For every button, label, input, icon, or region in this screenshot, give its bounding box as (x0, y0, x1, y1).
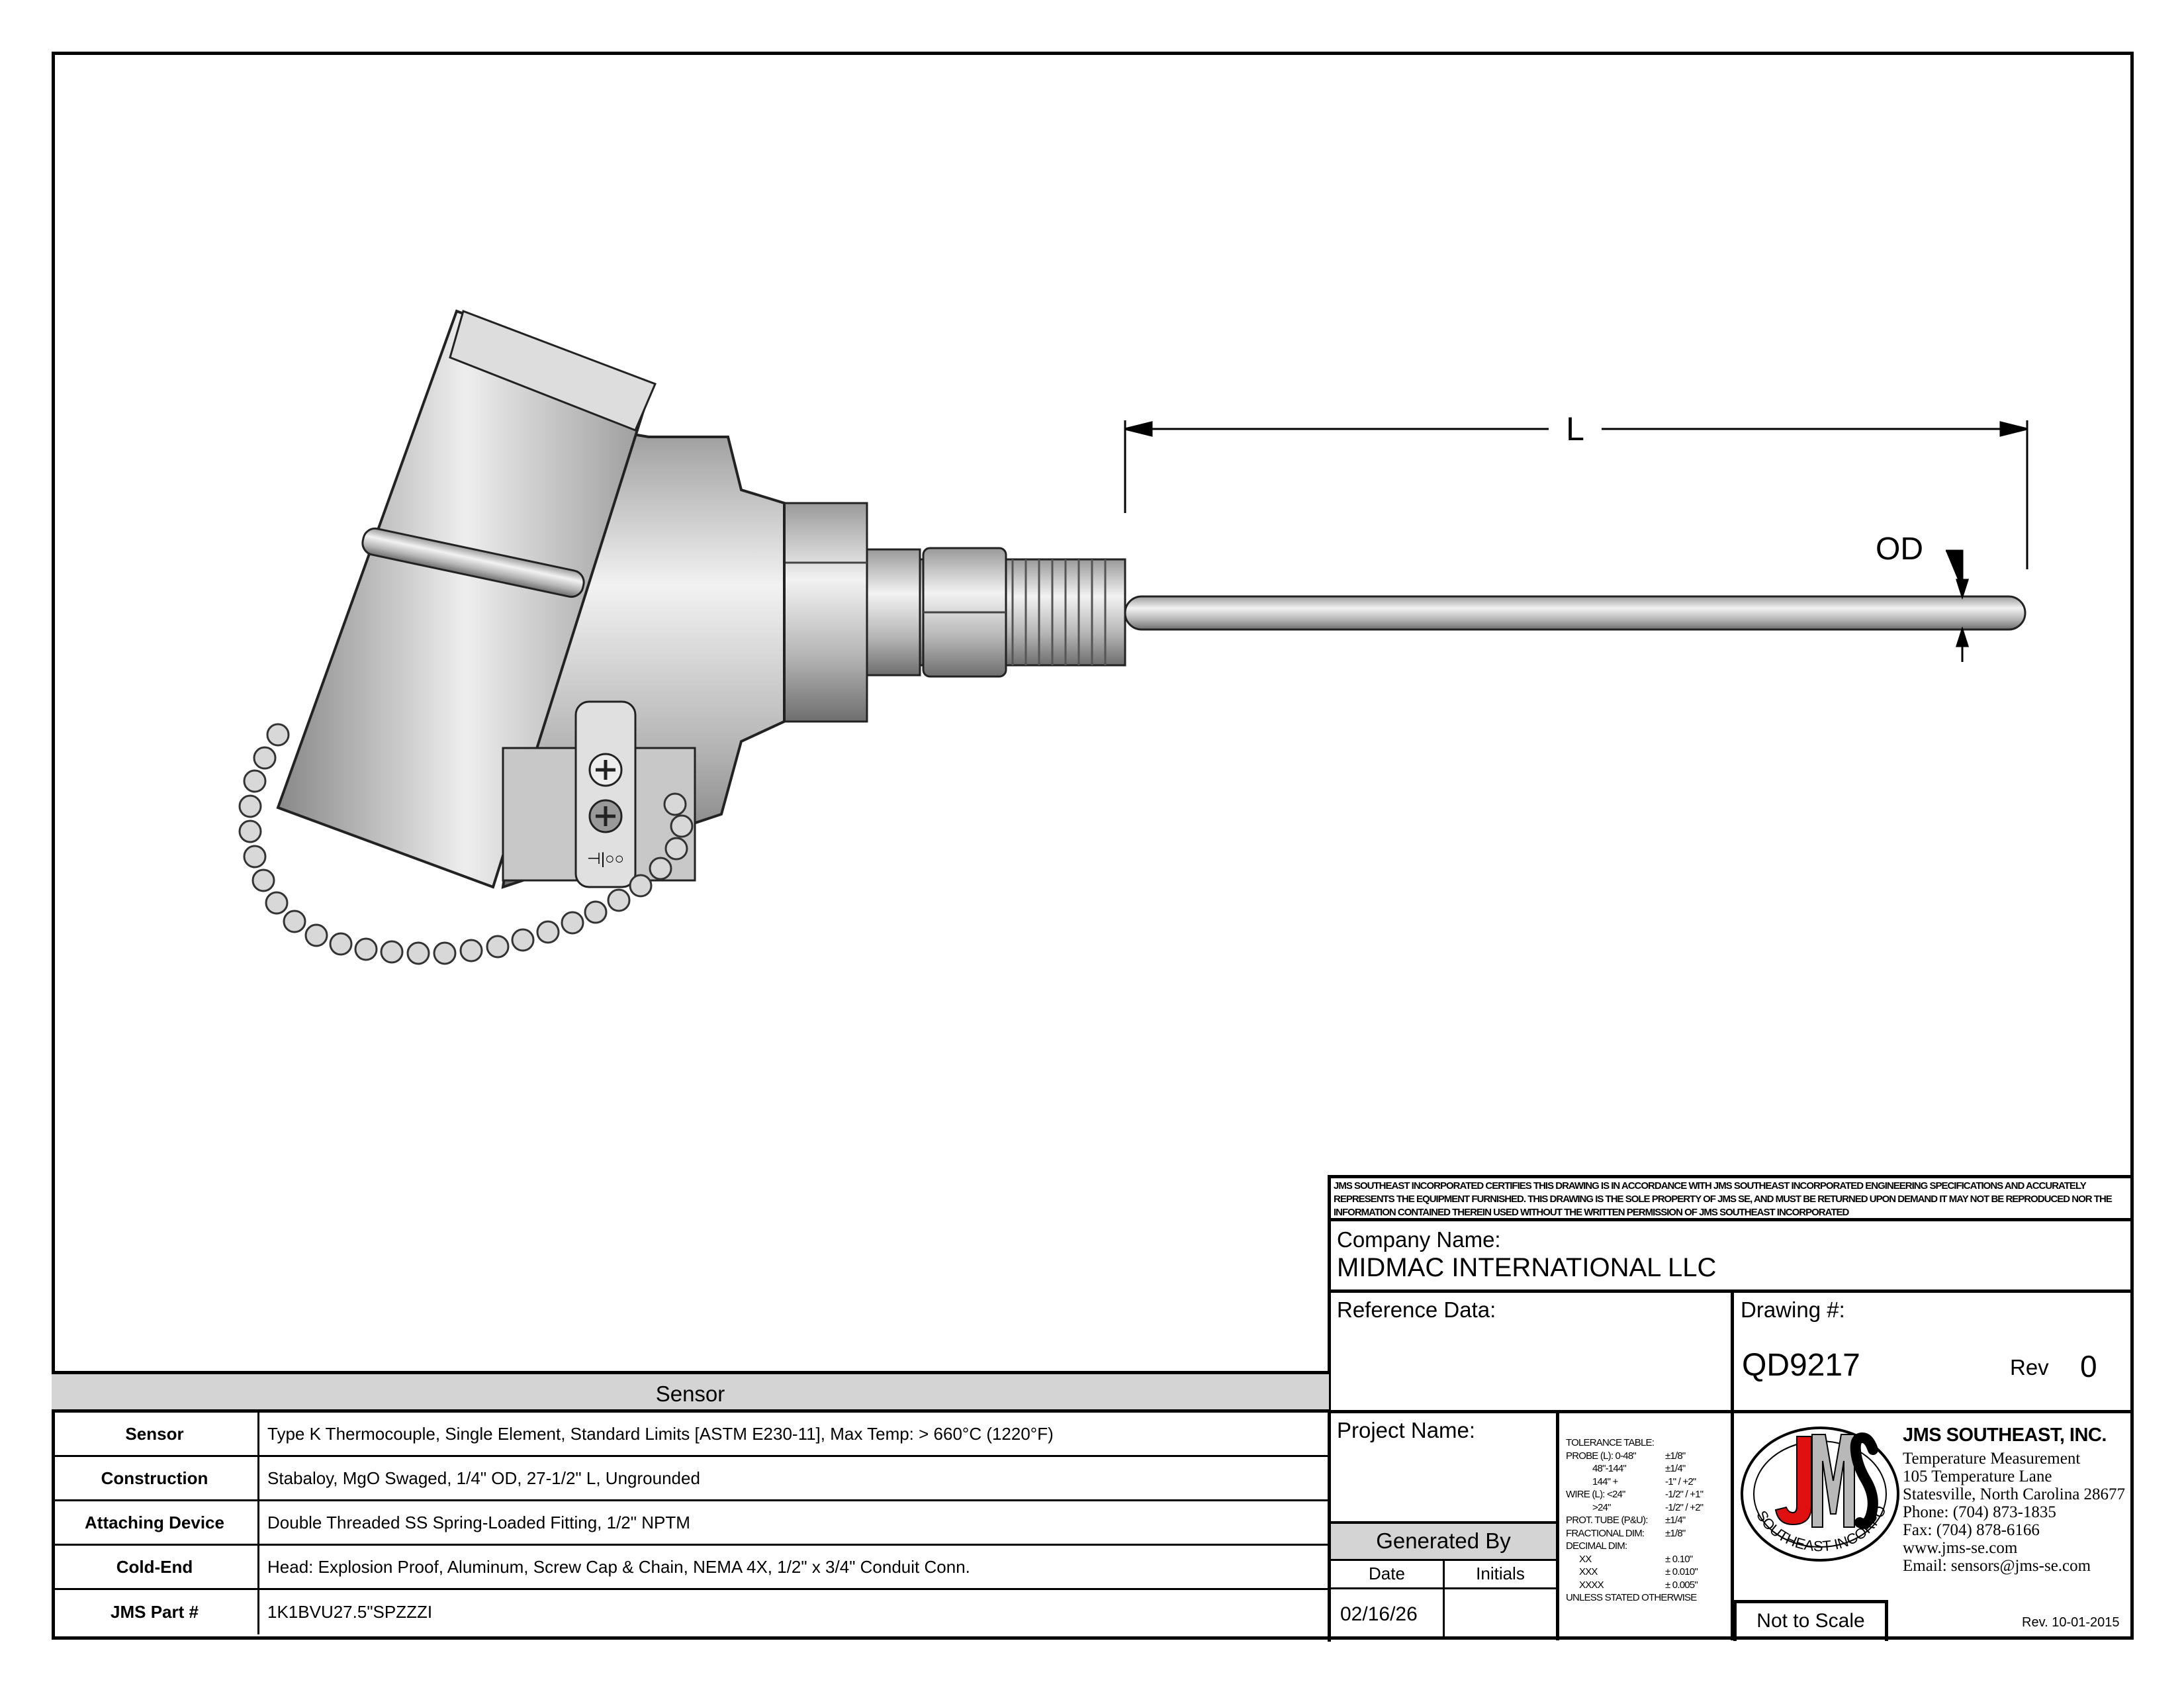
dimension-od (1946, 549, 1970, 662)
row-label: Cold-End (52, 1546, 259, 1588)
form-revision: Rev. 10-01-2015 (2022, 1615, 2120, 1630)
tolerance-title: TOLERANCE TABLE: (1566, 1437, 1655, 1448)
row-label: JMS Part # (52, 1590, 259, 1634)
company-name-label: Company Name: (1337, 1227, 1501, 1252)
table-row: Construction Stabaloy, MgO Swaged, 1/4" O… (52, 1457, 1329, 1501)
table-row: Cold-End Head: Explosion Proof, Aluminum,… (52, 1546, 1329, 1590)
vendor-phone: Phone: (704) 873-1835 (1903, 1503, 2056, 1521)
bead-chain (238, 723, 694, 965)
connection-head: ⊣|○○ (276, 309, 786, 889)
logo-letter-j (1774, 1436, 1812, 1526)
ground-symbol: ⊣|○○ (587, 850, 624, 868)
tolerance-row: PROT. TUBE (P&U):±1/4" (1566, 1515, 1686, 1526)
dimension-od-label: OD (1876, 532, 1923, 567)
tolerance-row: 48"-144"±1/4" (1592, 1463, 1686, 1474)
date-label: Date (1369, 1564, 1405, 1583)
vendor-street: 105 Temperature Lane (1903, 1468, 2052, 1485)
vendor-fax: Fax: (704) 878-6166 (1903, 1521, 2040, 1539)
vendor-contact: Temperature Measurement 105 Temperature … (1903, 1450, 2125, 1575)
threaded-fitting (783, 502, 1126, 723)
generated-by-header: Generated By (1331, 1524, 1556, 1559)
tolerance-row: XXXX± 0.005" (1579, 1579, 1698, 1591)
generated-date: 02/16/26 (1340, 1603, 1418, 1625)
vendor-website[interactable]: www.jms-se.com (1903, 1539, 2018, 1557)
tolerance-row: FRACTIONAL DIM:±1/8" (1566, 1527, 1686, 1539)
revision-label: Rev (2010, 1355, 2049, 1380)
tolerance-row: PROBE (L): 0-48"±1/8" (1566, 1450, 1686, 1462)
thermocouple-illustration: ⊣|○○ L OD (238, 309, 2028, 965)
dimension-l-label: L (1566, 410, 1584, 447)
logo-letter-m (1811, 1434, 1855, 1528)
vendor-tagline: Temperature Measurement (1903, 1450, 2081, 1468)
tolerance-row: XX± 0.10" (1579, 1553, 1693, 1565)
tolerance-row: DECIMAL DIM: (1566, 1540, 1627, 1552)
tolerance-table: TOLERANCE TABLE: PROBE (L): 0-48"±1/8" 4… (1566, 1436, 1728, 1605)
row-label: Sensor (52, 1413, 259, 1455)
project-name-label: Project Name: (1337, 1418, 1476, 1442)
sensor-table-header: Sensor (52, 1371, 1329, 1413)
drawing-number-value: QD9217 (1742, 1348, 1860, 1383)
table-row: Sensor Type K Thermocouple, Single Elemen… (52, 1413, 1329, 1457)
row-value: Double Threaded SS Spring-Loaded Fitting… (267, 1512, 690, 1532)
not-to-scale-label: Not to Scale (1733, 1600, 1888, 1641)
jms-logo: SOUTHEAST INCORPORATED (1734, 1420, 1899, 1562)
table-row: JMS Part # 1K1BVU27.5"SPZZZI (52, 1590, 1329, 1634)
vendor-name: JMS SOUTHEAST, INC. (1903, 1425, 2107, 1446)
drawing-frame (52, 52, 2134, 1640)
tolerance-row: 144" +-1" / +2" (1592, 1476, 1696, 1487)
probe-sheath (1124, 595, 2026, 631)
dimension-length (1124, 420, 2028, 569)
tolerance-footer: UNLESS STATED OTHERWISE (1566, 1592, 1697, 1603)
drawing-number-label: Drawing #: (1741, 1297, 1845, 1322)
reference-data-label: Reference Data: (1337, 1297, 1496, 1322)
row-label: Construction (52, 1457, 259, 1499)
row-value: 1K1BVU27.5"SPZZZI (267, 1602, 433, 1622)
row-value: Type K Thermocouple, Single Element, Sta… (267, 1423, 1054, 1444)
revision-value: 0 (2080, 1349, 2097, 1383)
tolerance-row: >24"-1/2" / +2" (1592, 1501, 1704, 1513)
company-name-value: MIDMAC INTERNATIONAL LLC (1337, 1253, 1717, 1282)
vendor-city: Statesville, North Carolina 28677 (1903, 1485, 2126, 1503)
row-value: Stabaloy, MgO Swaged, 1/4" OD, 27-1/2" L… (267, 1468, 700, 1488)
tolerance-row: WIRE (L): <24"-1/2" / +1" (1566, 1489, 1704, 1500)
table-row: Attaching Device Double Threaded SS Sprin… (52, 1501, 1329, 1546)
certification-notice: JMS SOUTHEAST INCORPORATED CERTIFIES THI… (1328, 1175, 2134, 1221)
vendor-email[interactable]: Email: sensors@jms-se.com (1903, 1557, 2091, 1575)
tolerance-row: XXX± 0.010" (1579, 1566, 1698, 1577)
row-label: Attaching Device (52, 1501, 259, 1544)
initials-label: Initials (1476, 1564, 1525, 1583)
row-value: Head: Explosion Proof, Aluminum, Screw C… (267, 1556, 970, 1577)
